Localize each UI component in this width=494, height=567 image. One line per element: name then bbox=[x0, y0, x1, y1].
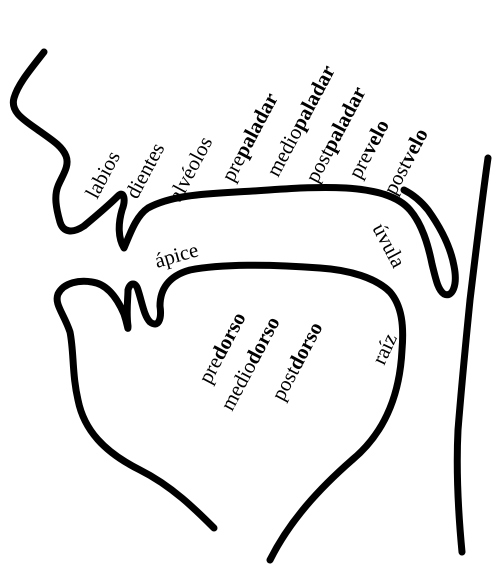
label-postdorso-root: dorso bbox=[283, 318, 328, 374]
label-dientes: dientes bbox=[120, 139, 169, 203]
label-uvula: úvula bbox=[368, 219, 411, 272]
label-raiz: raíz bbox=[367, 329, 402, 368]
pharynx-wall-outline bbox=[457, 158, 488, 552]
